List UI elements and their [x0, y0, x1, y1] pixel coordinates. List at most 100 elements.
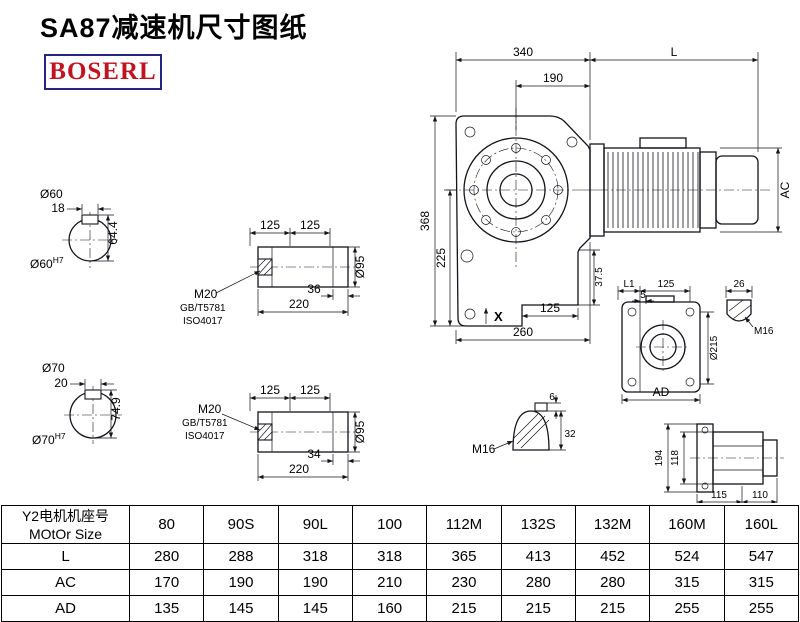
dim-20-label: 20: [54, 376, 68, 390]
cell: 288: [203, 543, 279, 570]
shaft-60-dia-label: Ø60: [40, 187, 63, 201]
cell: 280: [500, 569, 576, 596]
shaft-70-fit-label: Ø70H7: [32, 431, 66, 447]
dim-115-label: 115: [711, 490, 727, 501]
shaft-end-detail-view: 6 32 M16: [472, 392, 576, 456]
cell: 280: [128, 543, 205, 570]
shaft-end-dome: [512, 410, 550, 451]
table-row-AC: AC 170 190 190 210 230 280 280 315 315: [1, 569, 800, 596]
dim-dia215-label: Ø215: [709, 335, 720, 360]
shaft-70-fit-tol: H7: [55, 431, 66, 441]
brand-logo-box: BOSERL: [44, 54, 162, 90]
shaft-60-fit-dia: Ø60: [30, 257, 53, 271]
shaft-70-dia-label: Ø70: [42, 361, 65, 375]
col-header-100: 100: [351, 505, 428, 544]
gearbox-housing-outline: [455, 115, 591, 327]
table-header-cn: Y2电机机座号: [21, 507, 110, 524]
dim-125-label: 125: [540, 301, 560, 315]
dim-125-label: 125: [658, 279, 675, 290]
side-housing-outline: [621, 301, 701, 393]
brand-logo-text: BOSERL: [49, 58, 157, 85]
dim-125a-label: 125: [260, 383, 280, 397]
cell: 547: [723, 543, 800, 570]
dim-5-label: 5: [640, 290, 646, 301]
table-header-label: Y2电机机座号 MOtOr Size: [1, 505, 130, 544]
body: [712, 431, 764, 485]
dim-26-label: 26: [733, 279, 745, 290]
col-header-80: 80: [128, 505, 205, 544]
table-row-L: L 280 288 318 318 365 413 452 524 547: [1, 543, 800, 570]
dim-125a-label: 125: [260, 218, 280, 232]
cell: 365: [426, 543, 502, 570]
std-gb-label: GB/T5781: [180, 303, 226, 314]
cell: 255: [723, 595, 800, 622]
cell: 255: [649, 595, 725, 622]
cell: 230: [426, 569, 502, 596]
cell: 210: [351, 569, 428, 596]
dim-dia95-label: Ø95: [353, 420, 367, 443]
col-header-112m: 112M: [426, 505, 502, 544]
cell: 145: [277, 595, 353, 622]
side-view: L1 125 5 Ø215 AD 26: [617, 279, 774, 404]
cell: 524: [649, 543, 725, 570]
x-direction-label: X: [494, 309, 503, 324]
std-gb-label: GB/T5781: [182, 418, 228, 429]
dim-L1-label: L1: [623, 279, 635, 290]
dim-220-label: 220: [289, 462, 309, 476]
dim-220-label: 220: [289, 297, 309, 311]
shaft-end-cap: [726, 299, 752, 322]
dim-110-label: 110: [752, 490, 768, 501]
dim-194-label: 194: [654, 449, 665, 466]
dim-34-label: 34: [307, 447, 321, 461]
dim-74-9-label: 74.9: [109, 397, 123, 421]
cell: 315: [723, 569, 800, 596]
thread-m20-label: M20: [198, 402, 222, 416]
dim-36-label: 36: [307, 282, 321, 296]
motor-fins: [607, 152, 699, 228]
cell: 318: [277, 543, 353, 570]
dim-125b-label: 125: [300, 218, 320, 232]
shaft-70-keyway: [84, 389, 102, 400]
shaft-60-keyway: [81, 214, 99, 225]
cell: 135: [128, 595, 205, 622]
dim-260-label: 260: [513, 325, 533, 339]
dim-L-label: L: [671, 45, 678, 59]
shaft-60-fit-tol: H7: [53, 255, 64, 265]
dim-dia95-label: Ø95: [353, 255, 367, 278]
dim-32-label: 32: [564, 429, 576, 440]
cell: 170: [128, 569, 205, 596]
col-header-160l: 160L: [723, 505, 800, 544]
table-header-en: MOtOr Size: [28, 525, 103, 542]
thread-m16-label: M16: [754, 326, 774, 337]
cell: 315: [649, 569, 725, 596]
col-header-90l: 90L: [277, 505, 353, 544]
shaft-70-section-view: 20 74.9 Ø70 Ø70H7: [32, 361, 123, 447]
col-header-90s: 90S: [203, 505, 279, 544]
dim-125b-label: 125: [300, 383, 320, 397]
output-flange-view: 194 118 115 110: [654, 423, 784, 503]
shaft-60-section-view: 18 64.4 Ø60 Ø60H7: [30, 187, 120, 271]
dim-AD-label: AD: [653, 385, 670, 399]
col-header-132m: 132M: [574, 505, 651, 544]
cell: 190: [203, 569, 279, 596]
cell: 145: [203, 595, 279, 622]
cell: 215: [426, 595, 502, 622]
dim-225-label: 225: [434, 248, 448, 268]
cell: 413: [500, 543, 576, 570]
std-iso-label: ISO4017: [185, 431, 225, 442]
col-header-132s: 132S: [500, 505, 576, 544]
dim-340-label: 340: [513, 45, 533, 59]
cell: 160: [351, 595, 428, 622]
thread-m20-label: M20: [194, 287, 218, 301]
input-shaft-view-top: 125 125 M20 GB/T5781 ISO4017 36 220 Ø95: [180, 218, 367, 327]
dim-190-label: 190: [543, 71, 563, 85]
dim-6-label: 6: [549, 392, 555, 403]
dim-37-5-label: 37.5: [594, 267, 605, 287]
cell: 452: [574, 543, 651, 570]
motor-size-table: Y2电机机座号 MOtOr Size 80 90S 90L 100 112M 1…: [1, 505, 800, 622]
row-label-L: L: [1, 543, 130, 570]
row-label-AC: AC: [1, 569, 130, 596]
shaft-60-fit-label: Ø60H7: [30, 255, 64, 271]
thread-m16-label: M16: [472, 442, 496, 456]
flange-outer-circle: [463, 137, 569, 243]
